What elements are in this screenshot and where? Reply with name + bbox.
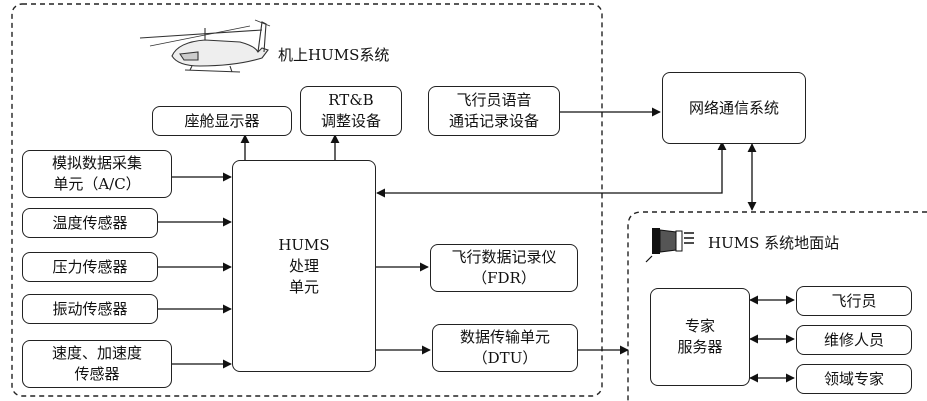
ground-station-title: HUMS 系统地面站: [708, 234, 840, 252]
vibration-sensor-label: 振动传感器: [52, 299, 128, 318]
dtu-label-1: 数据传输单元: [459, 328, 550, 346]
processing-unit-label-1: HUMS: [278, 235, 330, 254]
voice-recorder-label-1: 飞行员语音: [456, 91, 532, 109]
ground-station-frame: [627, 211, 927, 401]
maintenance-staff-box: 维修人员: [796, 325, 912, 355]
rtb-device-box: RT&B 调整设备: [300, 86, 402, 136]
fdr-label-1: 飞行数据记录仪: [451, 248, 557, 266]
expert-server-label-1: 专家: [684, 317, 715, 335]
helicopter-icon: [139, 19, 271, 73]
pressure-sensor-box: 压力传感器: [22, 252, 158, 282]
temperature-sensor-label: 温度传感器: [52, 213, 128, 232]
network-system-box: 网络通信系统: [662, 72, 806, 144]
fdr-box: 飞行数据记录仪 （FDR）: [430, 244, 578, 292]
speed-accel-sensor-label-2: 传感器: [74, 365, 120, 383]
voice-recorder-label-2: 通话记录设备: [448, 112, 539, 130]
voice-recorder-box: 飞行员语音 通话记录设备: [428, 86, 560, 136]
arrow-network-processor: [376, 141, 727, 198]
dtu-label-2: （DTU）: [472, 349, 538, 367]
expert-server-label-2: 服务器: [677, 338, 723, 356]
analog-acquisition-label-1: 模拟数据采集: [51, 154, 142, 172]
cockpit-display-box: 座舱显示器: [152, 106, 292, 136]
dtu-box: 数据传输单元 （DTU）: [432, 324, 578, 372]
speed-accel-sensor-box: 速度、加速度 传感器: [22, 340, 172, 388]
processing-unit-label-3: 单元: [288, 277, 319, 296]
speed-accel-sensor-label-1: 速度、加速度: [51, 344, 142, 362]
temperature-sensor-box: 温度传感器: [22, 208, 158, 238]
onboard-system-title: 机上HUMS系统: [278, 46, 390, 64]
cockpit-display-label: 座舱显示器: [184, 111, 260, 130]
maintenance-staff-label: 维修人员: [823, 330, 884, 349]
pilot-label: 飞行员: [831, 291, 877, 310]
analog-acquisition-label-2: 单元（A/C）: [53, 175, 141, 193]
hums-processing-unit-box: HUMS 处理 单元: [232, 160, 376, 372]
processing-unit-label-2: 处理: [288, 256, 319, 275]
domain-expert-label: 领域专家: [823, 369, 884, 388]
rtb-device-label-2: 调整设备: [320, 112, 381, 130]
expert-server-box: 专家 服务器: [650, 288, 750, 386]
rtb-device-label-1: RT&B: [328, 91, 374, 109]
ground-station-icon: [645, 228, 694, 263]
pressure-sensor-label: 压力传感器: [52, 257, 128, 276]
vibration-sensor-box: 振动传感器: [22, 294, 158, 324]
pilot-box: 飞行员: [796, 286, 912, 316]
domain-expert-box: 领域专家: [796, 364, 912, 394]
network-system-label: 网络通信系统: [688, 98, 779, 117]
analog-acquisition-box: 模拟数据采集 单元（A/C）: [22, 150, 172, 198]
fdr-label-2: （FDR）: [472, 269, 536, 287]
